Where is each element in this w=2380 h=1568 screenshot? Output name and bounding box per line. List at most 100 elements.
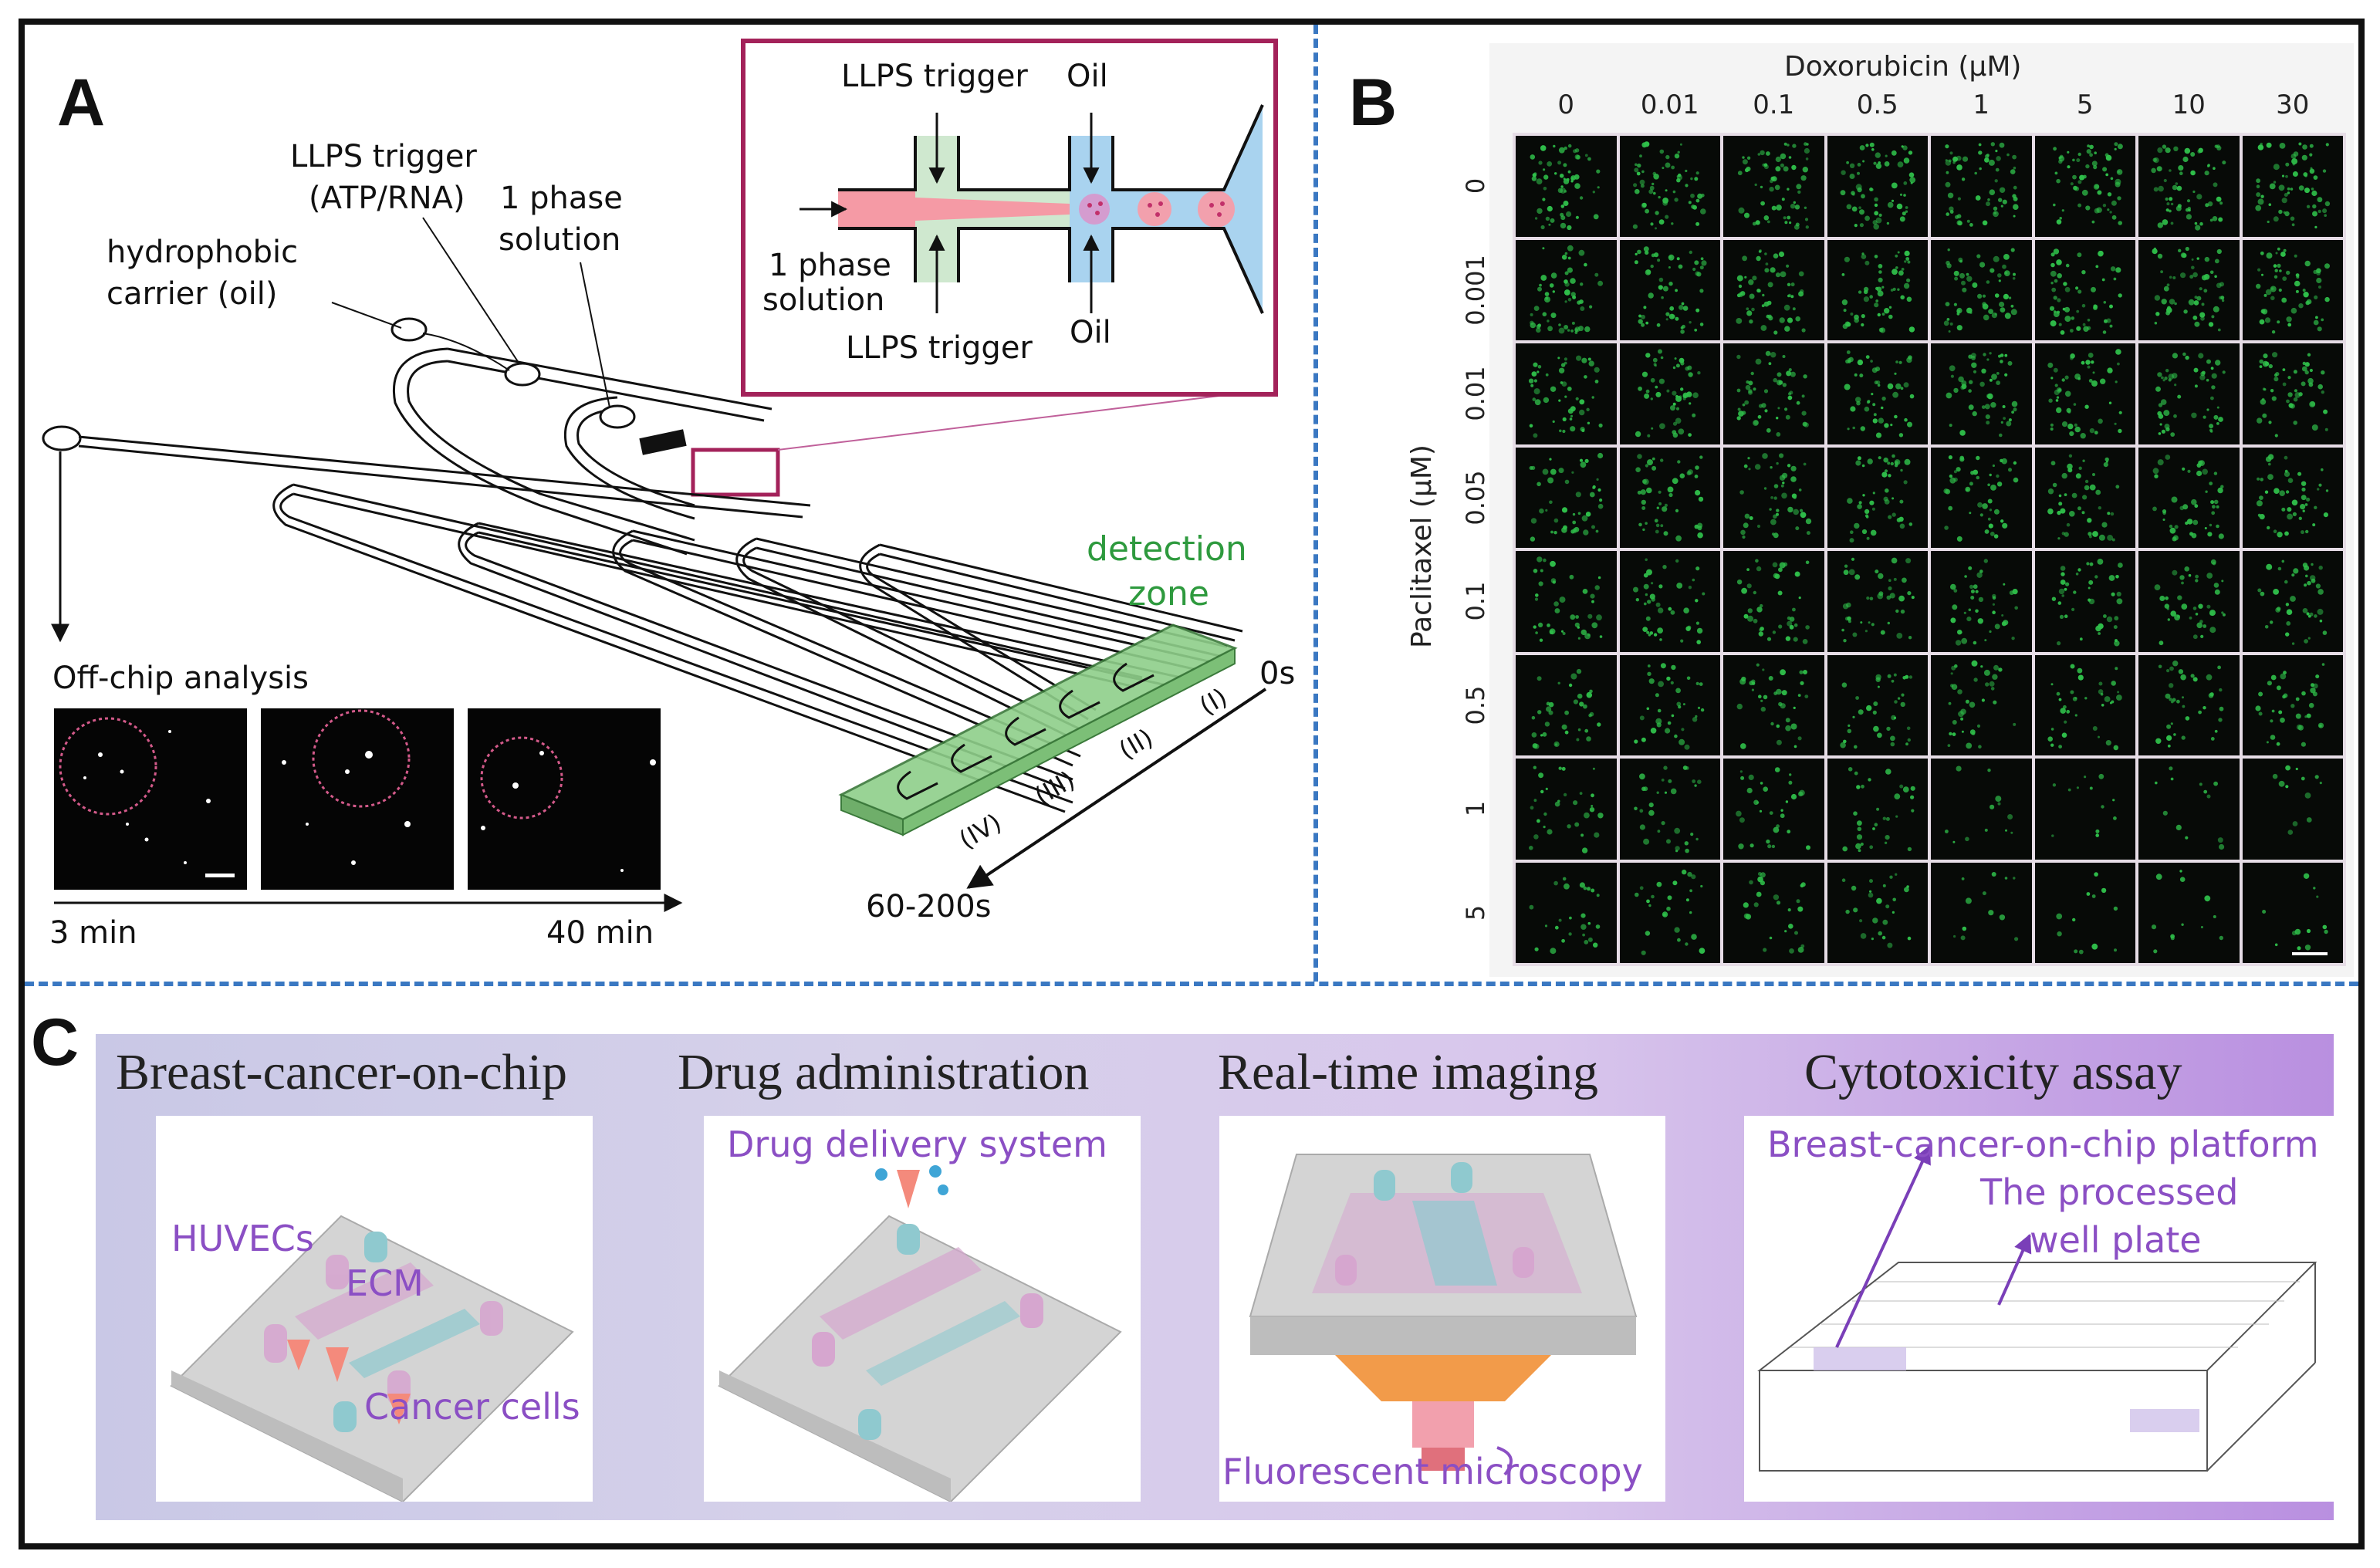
offchip-label: Off-chip analysis (52, 661, 309, 696)
inset-phase-line1: 1 phase (769, 248, 891, 283)
fluorescence-cell-image (1827, 343, 1928, 444)
step4-assay-panel (1744, 1116, 2335, 1502)
phase-label-line2: solution (499, 222, 621, 258)
fluorescence-cell-image (2242, 551, 2343, 652)
fluorescence-cell-image (2138, 862, 2240, 963)
panel-divider-vertical (1313, 25, 1318, 982)
fluorescence-cell-image (1931, 447, 2032, 548)
label-huvecs: HUVECs (171, 1218, 314, 1259)
x-tick-label: 10 (2172, 90, 2206, 120)
phase-label-line1: 1 phase (500, 181, 623, 216)
label-ecm: ECM (346, 1262, 424, 1304)
step2-chip-panel (704, 1116, 1141, 1503)
x-tick-label: 30 (2276, 90, 2310, 120)
y-tick-label: 0.1 (1461, 581, 1490, 621)
fluorescence-cell-image (2242, 862, 2343, 963)
scale-bar (2292, 952, 2328, 955)
fluorescence-cell-image (1619, 654, 1720, 755)
fluorescence-cell-image (2242, 447, 2343, 548)
fluorescence-cell-image (2034, 759, 2135, 860)
fluorescence-cell-image (1827, 654, 1928, 755)
fluorescence-cell-image (1619, 343, 1720, 444)
fluorescence-cell-image (2138, 239, 2240, 340)
y-tick-label: 0 (1461, 178, 1490, 194)
step-title-4: Cytotoxicity assay (1804, 1044, 2182, 1100)
fluorescence-cell-image (1619, 239, 1720, 340)
fluorescence-cell-image (1723, 862, 1824, 963)
y-tick-label: 0.001 (1461, 254, 1490, 326)
micrograph-3min (54, 708, 247, 890)
label-cancer-cells: Cancer cells (364, 1386, 580, 1428)
fluorescence-cell-image (2138, 654, 2240, 755)
fluorescence-cell-image (1931, 862, 2032, 963)
label-drug-delivery: Drug delivery system (727, 1124, 1107, 1165)
inset-oil-top: Oil (1067, 59, 1108, 94)
step-title-3: Real-time imaging (1218, 1044, 1599, 1100)
micrograph-mid (261, 708, 454, 890)
inset-flow-focusing: LLPS trigger Oil 1 phase solution LLPS t… (741, 39, 1278, 397)
fluorescence-cell-image (1619, 551, 1720, 652)
fluorescence-cell-image (1723, 654, 1824, 755)
fluorescence-cell-image (1931, 239, 2032, 340)
y-tick-label: 0.01 (1461, 366, 1490, 421)
fluorescence-cell-image (2242, 654, 2343, 755)
fluorescence-cell-image (1619, 136, 1720, 237)
carrier-label-line1: hydrophobic (106, 235, 299, 270)
fluorescence-cell-image (2034, 654, 2135, 755)
fluorescence-cell-image (2242, 343, 2343, 444)
label-processed-line2: well plate (2030, 1219, 2202, 1261)
inset-oil-bottom: Oil (1070, 315, 1111, 350)
step-title-2: Drug administration (678, 1044, 1090, 1100)
fluorescence-cell-image (2242, 239, 2343, 340)
fluorescence-cell-image (1516, 343, 1617, 444)
fluorescence-cell-image (1723, 759, 1824, 860)
fluorescence-cell-image (1516, 447, 1617, 548)
x-axis-title: Doxorubicin (μM) (1784, 51, 2022, 83)
panel-label-c: C (31, 1005, 79, 1080)
fluorescence-cell-image (2034, 343, 2135, 444)
time-end: 60-200s (866, 889, 992, 924)
fluorescence-cell-image (1516, 654, 1617, 755)
fluorescence-cell-image (1516, 239, 1617, 340)
fluorescence-cell-image (1723, 447, 1824, 548)
fluorescence-cell-image (1827, 862, 1928, 963)
fluorescence-cell-image (1619, 447, 1720, 548)
fluorescence-cell-image (1516, 136, 1617, 237)
label-processed-line1: The processed (1980, 1171, 2239, 1213)
x-tick-label: 1 (1973, 90, 1990, 120)
y-tick-label: 1 (1461, 801, 1490, 817)
fluorescence-cell-image (1723, 239, 1824, 340)
trigger-label-line2: (ATP/RNA) (309, 181, 465, 216)
inset-phase-line2: solution (762, 282, 885, 318)
fluorescence-cell-image (1723, 343, 1824, 444)
fluorescence-cell-image (2138, 447, 2240, 548)
fluorescence-cell-image (1827, 239, 1928, 340)
fluorescence-cell-image (2242, 759, 2343, 860)
step1-chip-panel (156, 1116, 593, 1503)
fluorescence-cell-image (1516, 862, 1617, 963)
panel-label-a: A (57, 66, 106, 140)
y-tick-label: 5 (1461, 904, 1490, 921)
y-tick-label: 0.5 (1461, 685, 1490, 725)
fluorescence-cell-image (1827, 759, 1928, 860)
fluorescence-cell-image (2034, 239, 2135, 340)
fluorescence-cell-image (2138, 551, 2240, 652)
detection-label-line2: zone (1128, 574, 1209, 613)
fluorescence-cell-image (2034, 551, 2135, 652)
fluorescence-cell-image (1931, 343, 2032, 444)
fluorescence-cell-image (1516, 759, 1617, 860)
x-tick-label: 5 (2076, 90, 2094, 120)
fluorescence-cell-image (1516, 551, 1617, 652)
time-start: 0s (1259, 656, 1296, 691)
time-right: 40 min (546, 915, 654, 951)
step3-imaging-panel (1219, 1116, 1665, 1502)
y-tick-label: 0.05 (1461, 470, 1490, 525)
panel-label-b: B (1349, 66, 1398, 140)
x-tick-label: 0 (1557, 90, 1575, 120)
x-tick-label: 0.5 (1856, 90, 1898, 120)
fluorescence-cell-image (1931, 759, 2032, 860)
x-tick-label: 0.01 (1640, 90, 1699, 120)
fluorescence-cell-image (2034, 447, 2135, 548)
fluorescence-cell-image (1931, 551, 2032, 652)
inset-trigger-bottom: LLPS trigger (846, 330, 1033, 366)
